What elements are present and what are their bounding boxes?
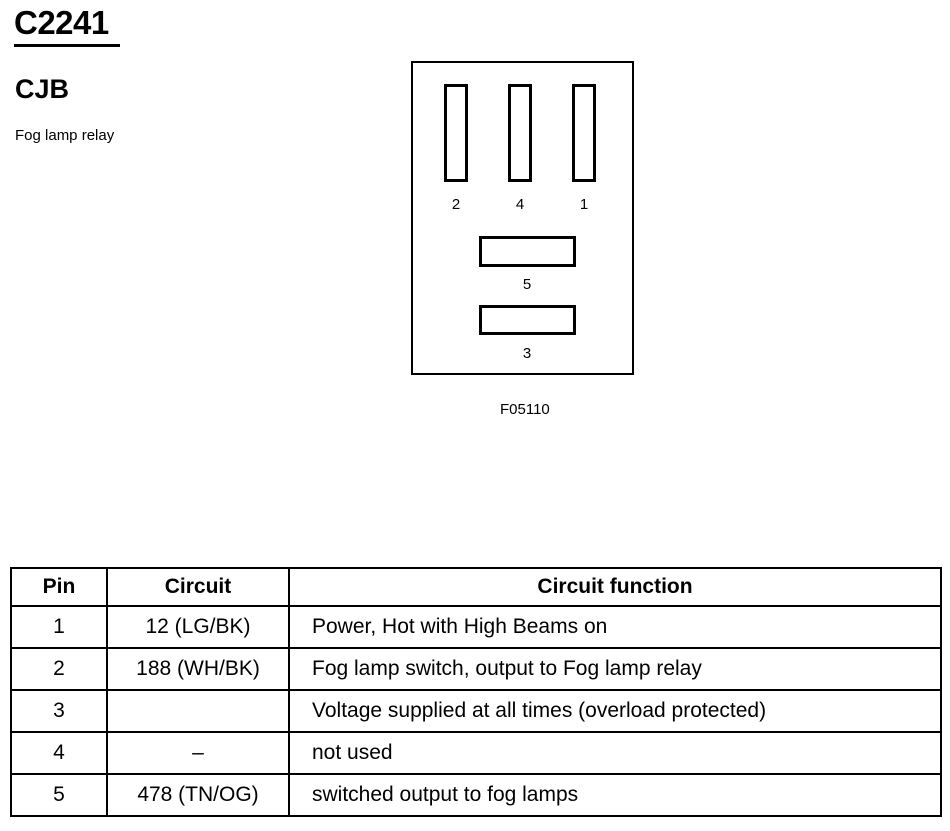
pin-label-3: 3 [522, 345, 532, 362]
cell-pin: 3 [10, 689, 108, 733]
cell-circuit: 12 (LG/BK) [106, 605, 290, 649]
cell-circuit: 188 (WH/BK) [106, 647, 290, 691]
pin-label-4: 4 [515, 196, 525, 213]
component-label: Fog lamp relay [15, 127, 115, 144]
cell-pin: 1 [10, 605, 108, 649]
pin-slot-3 [479, 305, 576, 335]
table-row: 4 – not used [10, 731, 942, 775]
cell-circuit: 478 (TN/OG) [106, 773, 290, 817]
cell-function: not used [288, 731, 942, 775]
figure-id: F05110 [500, 401, 550, 418]
table-row: 5 478 (TN/OG) switched output to fog lam… [10, 773, 942, 817]
cell-function: Power, Hot with High Beams on [288, 605, 942, 649]
location-label: CJB [15, 74, 70, 104]
cell-pin: 5 [10, 773, 108, 817]
cell-function: switched output to fog lamps [288, 773, 942, 817]
table-row: 3 Voltage supplied at all times (overloa… [10, 689, 942, 733]
pin-label-1: 1 [579, 196, 589, 213]
table-row: 2 188 (WH/BK) Fog lamp switch, output to… [10, 647, 942, 691]
pin-slot-4 [508, 84, 532, 182]
header-circuit-function: Circuit function [288, 567, 942, 607]
cell-function: Fog lamp switch, output to Fog lamp rela… [288, 647, 942, 691]
pin-slot-2 [444, 84, 468, 182]
connector-face: 2 4 1 5 3 [411, 61, 634, 375]
cell-circuit: – [106, 731, 290, 775]
pin-slot-1 [572, 84, 596, 182]
table-header-row: Pin Circuit Circuit function [10, 567, 942, 607]
cell-pin: 2 [10, 647, 108, 691]
pin-slot-5 [479, 236, 576, 267]
pin-label-5: 5 [522, 276, 532, 293]
connector-id: C2241 [14, 4, 109, 41]
cell-circuit [106, 689, 290, 733]
pin-table: Pin Circuit Circuit function 1 12 (LG/BK… [10, 567, 942, 817]
cell-function: Voltage supplied at all times (overload … [288, 689, 942, 733]
pin-label-2: 2 [451, 196, 461, 213]
title-underline [14, 44, 120, 47]
cell-pin: 4 [10, 731, 108, 775]
table-row: 1 12 (LG/BK) Power, Hot with High Beams … [10, 605, 942, 649]
header-pin: Pin [10, 567, 108, 607]
header-circuit: Circuit [106, 567, 290, 607]
